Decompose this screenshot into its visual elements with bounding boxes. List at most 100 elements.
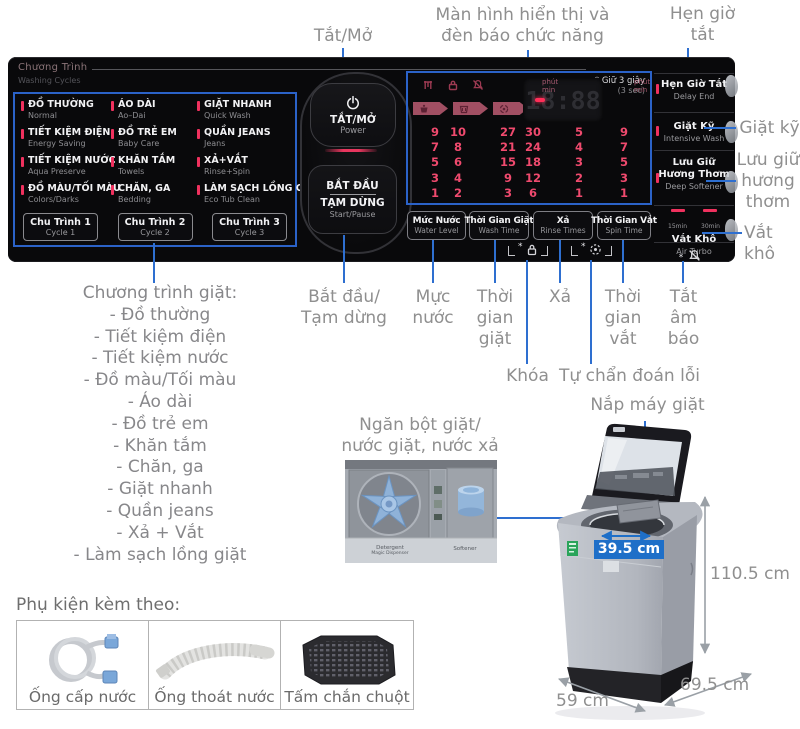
button-highlight: [725, 219, 738, 241]
program-list-item: - Tiết kiệm nước: [91, 348, 229, 369]
program-list-items: - Đồ thường- Tiết kiệm điện- Tiết kiệm n…: [25, 305, 295, 567]
phase-indicators: [413, 102, 528, 115]
asterisk: *: [581, 242, 586, 252]
cycle-indicator: [21, 185, 24, 195]
accessory-cell: Ống cấp nước: [17, 621, 149, 709]
divider: [654, 112, 734, 113]
pointer-line: [702, 232, 742, 234]
spin-phase-indicator: [493, 102, 528, 115]
accessory-label: Ống cấp nước: [28, 688, 137, 706]
delay-end-button[interactable]: Hẹn Giờ Tắt Delay End: [650, 75, 738, 101]
program-list-item: - Đồ thường: [109, 304, 211, 325]
asterisk: *: [678, 253, 684, 263]
pointer-line: [526, 260, 528, 364]
power-led: [325, 149, 377, 152]
pointer-line: [682, 261, 684, 283]
pointer-line: [497, 517, 582, 519]
power-button[interactable]: TẮT/MỞ Power: [310, 83, 396, 147]
cycle-indicator: [111, 157, 114, 167]
tray-softener-label: Softener: [453, 546, 477, 552]
mute-hold-group: *: [668, 245, 712, 264]
cycle-indicator: [197, 185, 200, 195]
pause-label: TẠM DỪNG: [320, 197, 385, 209]
program-list-item: - Tiết kiệm điện: [93, 326, 227, 347]
program-list-item: - Làm sạch lồng giặt: [73, 544, 247, 565]
divider: [654, 242, 734, 243]
cycle-indicator: [111, 129, 114, 139]
child-lock-icon: [448, 80, 458, 91]
mark-label: 30min: [701, 223, 720, 230]
detergent-annotation: Ngăn bột giặt/nước giặt, nước xả: [341, 415, 499, 456]
asterisk: *: [518, 242, 523, 252]
start-pause-button[interactable]: BẮT ĐẦU TẠM DỪNG Start/Pause: [308, 165, 397, 234]
lock-annotation: Khóa: [506, 366, 549, 386]
divider: [654, 150, 734, 151]
pointer-line: [153, 243, 155, 283]
program-list-item: - Khăn tắm: [113, 435, 207, 456]
lock-hold-group: *: [508, 241, 548, 257]
panel-section-title: Chương Trình: [18, 62, 88, 73]
bracket-icon: [604, 245, 612, 256]
cycle-indicator: [111, 101, 114, 111]
divider: [654, 205, 734, 206]
spin-icon: [499, 104, 509, 113]
indicator-led: [670, 209, 685, 212]
air-turbo-annotation: Vắt khô: [744, 223, 776, 264]
wash-icon: [420, 104, 428, 112]
intensive-wash-button[interactable]: Giặt Kỹ Intensive Wash: [650, 121, 738, 143]
pointer-line: [432, 240, 434, 283]
start-annotation: Bắt đầu/Tạm dừng: [301, 287, 387, 328]
self-diagnosis-icon: [589, 243, 601, 255]
tray-detergent-label: Detergent Magic Dispenser: [371, 545, 409, 556]
program-list-item: - Xả + Vắt: [116, 522, 204, 543]
accessories-table: Ống cấp nước Ống thoát nước Tấm c: [16, 620, 414, 710]
height-dimension: 110.5 cm: [710, 564, 790, 584]
program-list-item: - Đồ màu/Tối màu: [83, 370, 237, 391]
panel-section-subtitle: Washing Cycles: [18, 76, 81, 85]
delay-end-icon: [424, 81, 432, 89]
pointer-line: [706, 180, 736, 182]
indicator-led: [656, 126, 659, 136]
bracket-icon: [571, 245, 578, 256]
rat-guard-image: [302, 635, 396, 685]
depth-dimension: 69.5 cm: [680, 675, 750, 695]
button-label-vi: Giặt Kỹ: [673, 121, 715, 132]
hold-note-en: (3 sec): [617, 86, 645, 95]
air-turbo-marks: 15min 30min: [650, 209, 738, 232]
start-pause-label-en: Start/Pause: [329, 210, 376, 219]
divider: [329, 194, 376, 195]
power-label-en: Power: [340, 126, 366, 136]
indicator-led: [703, 209, 718, 212]
rinse-phase-indicator: [453, 102, 488, 115]
button-label-vi: Vắt Khô: [671, 234, 717, 245]
cycle-indicator: [21, 157, 24, 167]
width-dimension: 39.5 cm: [594, 540, 664, 559]
button-highlight: [725, 121, 738, 143]
rinse-icon: [459, 105, 469, 113]
power-annotation: Tắt/Mở: [313, 26, 373, 46]
cycle-indicator: [111, 185, 114, 195]
deep-softener-button[interactable]: Lưu Giữ Hương Thơm Deep Softener: [650, 157, 738, 193]
indicator-led: [656, 173, 659, 183]
